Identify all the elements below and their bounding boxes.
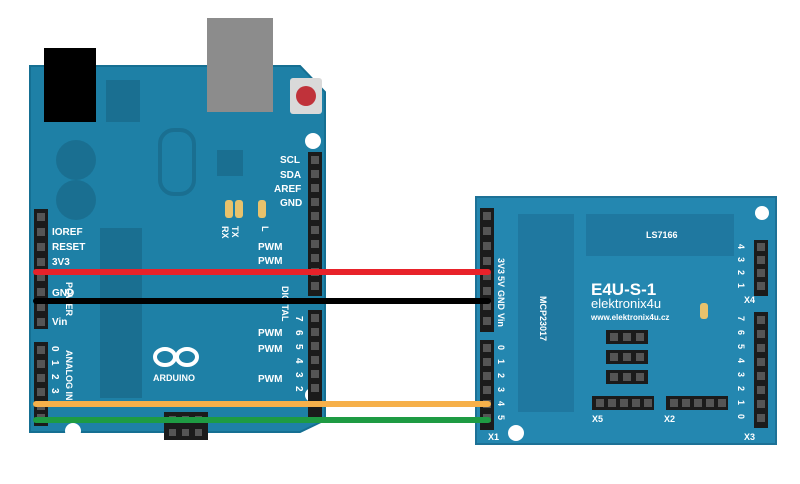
- label-pwm: PWM: [258, 256, 282, 267]
- chip-ls7166: [586, 214, 734, 256]
- led-l: [258, 200, 266, 218]
- module-number-0: 0: [496, 345, 506, 350]
- pin-number-5: 5: [293, 344, 304, 350]
- pin-number-4: 4: [293, 358, 304, 364]
- module-number-4: 4: [496, 401, 506, 406]
- arduino-logo: ARDUINO: [153, 347, 199, 383]
- led-label-l: L: [260, 226, 270, 232]
- led-tx: [225, 200, 233, 218]
- module-title: E4U-S-1: [591, 280, 656, 299]
- label-pwm: PWM: [258, 344, 282, 355]
- module-led: [700, 303, 708, 319]
- label-x1: X1: [488, 432, 499, 442]
- arduino-brand: ARDUINO: [153, 373, 195, 383]
- chip-mcp23017: [518, 214, 574, 412]
- e4u-module: MCP23017 LS7166 E4U-S-1 elektronix4u www…: [475, 196, 777, 445]
- label-x5: X5: [592, 414, 603, 424]
- capacitor: [56, 180, 96, 220]
- x3-number-4: 4: [736, 358, 746, 363]
- x4-number-2: 2: [736, 270, 746, 275]
- label-x3: X3: [744, 432, 755, 442]
- x3-number-3: 3: [736, 372, 746, 377]
- module-number-5: 5: [496, 415, 506, 420]
- x4-number-4: 4: [736, 244, 746, 249]
- mounting-hole: [508, 425, 524, 441]
- label-x4: X4: [744, 295, 755, 305]
- x3-number-1: 1: [736, 400, 746, 405]
- analog-number-1: 1: [49, 360, 60, 366]
- reset-button-cap: [296, 86, 316, 106]
- analog-label: ANALOG IN: [64, 350, 74, 401]
- mounting-hole: [65, 423, 81, 439]
- pin-number-2: 2: [293, 386, 304, 392]
- label-pwm: PWM: [258, 242, 282, 253]
- x3-number-2: 2: [736, 386, 746, 391]
- x3-number-6: 6: [736, 330, 746, 335]
- label-aref: AREF: [274, 184, 301, 195]
- chip-mcp23017-label: MCP23017: [538, 296, 548, 341]
- chip-small: [217, 150, 243, 176]
- wires: [33, 269, 491, 423]
- arduino-digital-header-bottom: [308, 310, 322, 422]
- label-scl: SCL: [280, 155, 300, 166]
- module-number-1: 1: [496, 359, 506, 364]
- label-x2: X2: [664, 414, 675, 424]
- mounting-hole: [305, 133, 321, 149]
- label-3v3: 3V3: [52, 257, 70, 268]
- arduino-board: TX RX L IOREF RESET 3V3 GND Vin POWER 0 …: [29, 18, 326, 440]
- label-gnd: GND: [52, 288, 74, 299]
- led-label-rx: RX: [220, 226, 230, 239]
- led-label-tx: TX: [230, 226, 240, 238]
- label-pwm: PWM: [258, 374, 282, 385]
- x3-number-5: 5: [736, 344, 746, 349]
- x3-number-0: 0: [736, 414, 746, 419]
- label-gnd-top: GND: [280, 198, 302, 209]
- pin-number-3: 3: [293, 372, 304, 378]
- label-sda: SDA: [280, 170, 301, 181]
- module-x3-header: [754, 312, 768, 428]
- module-url: www.elektronix4u.cz: [590, 313, 669, 322]
- label-vin: Vin: [52, 317, 67, 328]
- power-jack: [44, 48, 96, 122]
- led-rx: [235, 200, 243, 218]
- module-number-3: 3: [496, 387, 506, 392]
- module-label-vin: Vin: [496, 313, 506, 327]
- label-ioref: IOREF: [52, 227, 83, 238]
- x3-number-7: 7: [736, 316, 746, 321]
- module-brand: elektronix4u: [591, 296, 661, 311]
- crystal: [158, 128, 196, 196]
- analog-number-0: 0: [49, 346, 60, 352]
- x4-number-3: 3: [736, 257, 746, 262]
- label-pwm: PWM: [258, 328, 282, 339]
- usb-connector: [207, 18, 273, 112]
- label-reset: RESET: [52, 242, 85, 253]
- x4-number-1: 1: [736, 283, 746, 288]
- module-label-gnd: GND: [496, 290, 506, 311]
- analog-number-3: 3: [49, 388, 60, 394]
- pin-number-7: 7: [293, 316, 304, 322]
- module-label-3v3: 3V3: [496, 258, 506, 274]
- module-number-2: 2: [496, 373, 506, 378]
- regulator: [106, 80, 140, 122]
- pin-number-6: 6: [293, 330, 304, 336]
- module-label-5v: 5V: [496, 276, 506, 287]
- chip-ls7166-label: LS7166: [646, 230, 678, 240]
- microcontroller: [100, 228, 142, 398]
- mounting-hole: [755, 206, 769, 220]
- capacitor: [56, 140, 96, 180]
- arduino-analog-header: [34, 342, 48, 426]
- analog-number-2: 2: [49, 374, 60, 380]
